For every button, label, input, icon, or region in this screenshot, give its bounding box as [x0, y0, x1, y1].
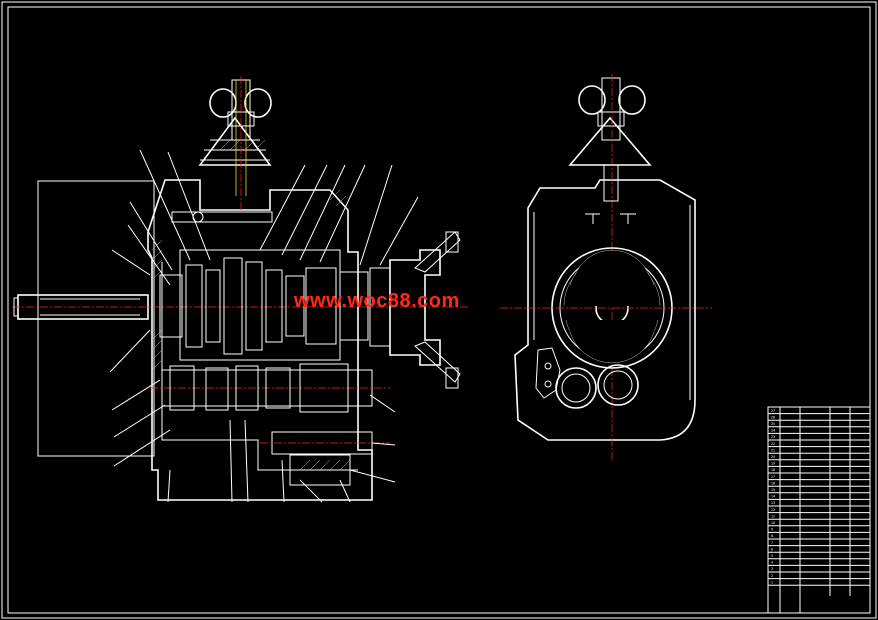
table-row-number: 26 — [771, 415, 775, 419]
table-row-number: 15 — [771, 488, 775, 492]
table-row-number: 6 — [771, 547, 773, 551]
table-row-number: 17 — [771, 475, 775, 479]
table-row-number: 7 — [771, 541, 773, 545]
table-row-number: 21 — [771, 448, 775, 452]
table-row-number: 24 — [771, 429, 775, 433]
table-row-number: 20 — [771, 455, 775, 459]
watermark-text: www.woc88.com — [294, 290, 460, 312]
table-row-number: 3 — [771, 567, 773, 571]
table-row-number: 1 — [771, 580, 773, 584]
parts-table: 2726252423222120191817161514131211109876… — [767, 406, 871, 614]
inner-border — [7, 6, 871, 614]
table-row-number: 4 — [771, 561, 773, 565]
table-row-number: 9 — [771, 528, 773, 532]
table-row-number: 5 — [771, 554, 773, 558]
leader-lines — [109, 149, 419, 503]
mainshaft-gears — [159, 257, 391, 355]
table-row-number: 8 — [771, 534, 773, 538]
gearbox-end-view — [500, 74, 712, 460]
table-row-number: 27 — [771, 409, 775, 413]
table-row-number: 16 — [771, 481, 775, 485]
table-row-number: 18 — [771, 468, 775, 472]
table-row-number: 12 — [771, 508, 775, 512]
gearbox-section-view — [12, 76, 470, 503]
table-row-number: 23 — [771, 435, 775, 439]
table-row-number: 11 — [771, 514, 775, 518]
table-row-number: 10 — [771, 521, 775, 525]
table-row-number: 25 — [771, 422, 775, 426]
table-row-number: 2 — [771, 574, 773, 578]
table-row-number: 13 — [771, 501, 775, 505]
table-row-number: 14 — [771, 495, 775, 499]
table-row-number: 19 — [771, 462, 775, 466]
table-row-number: 22 — [771, 442, 775, 446]
